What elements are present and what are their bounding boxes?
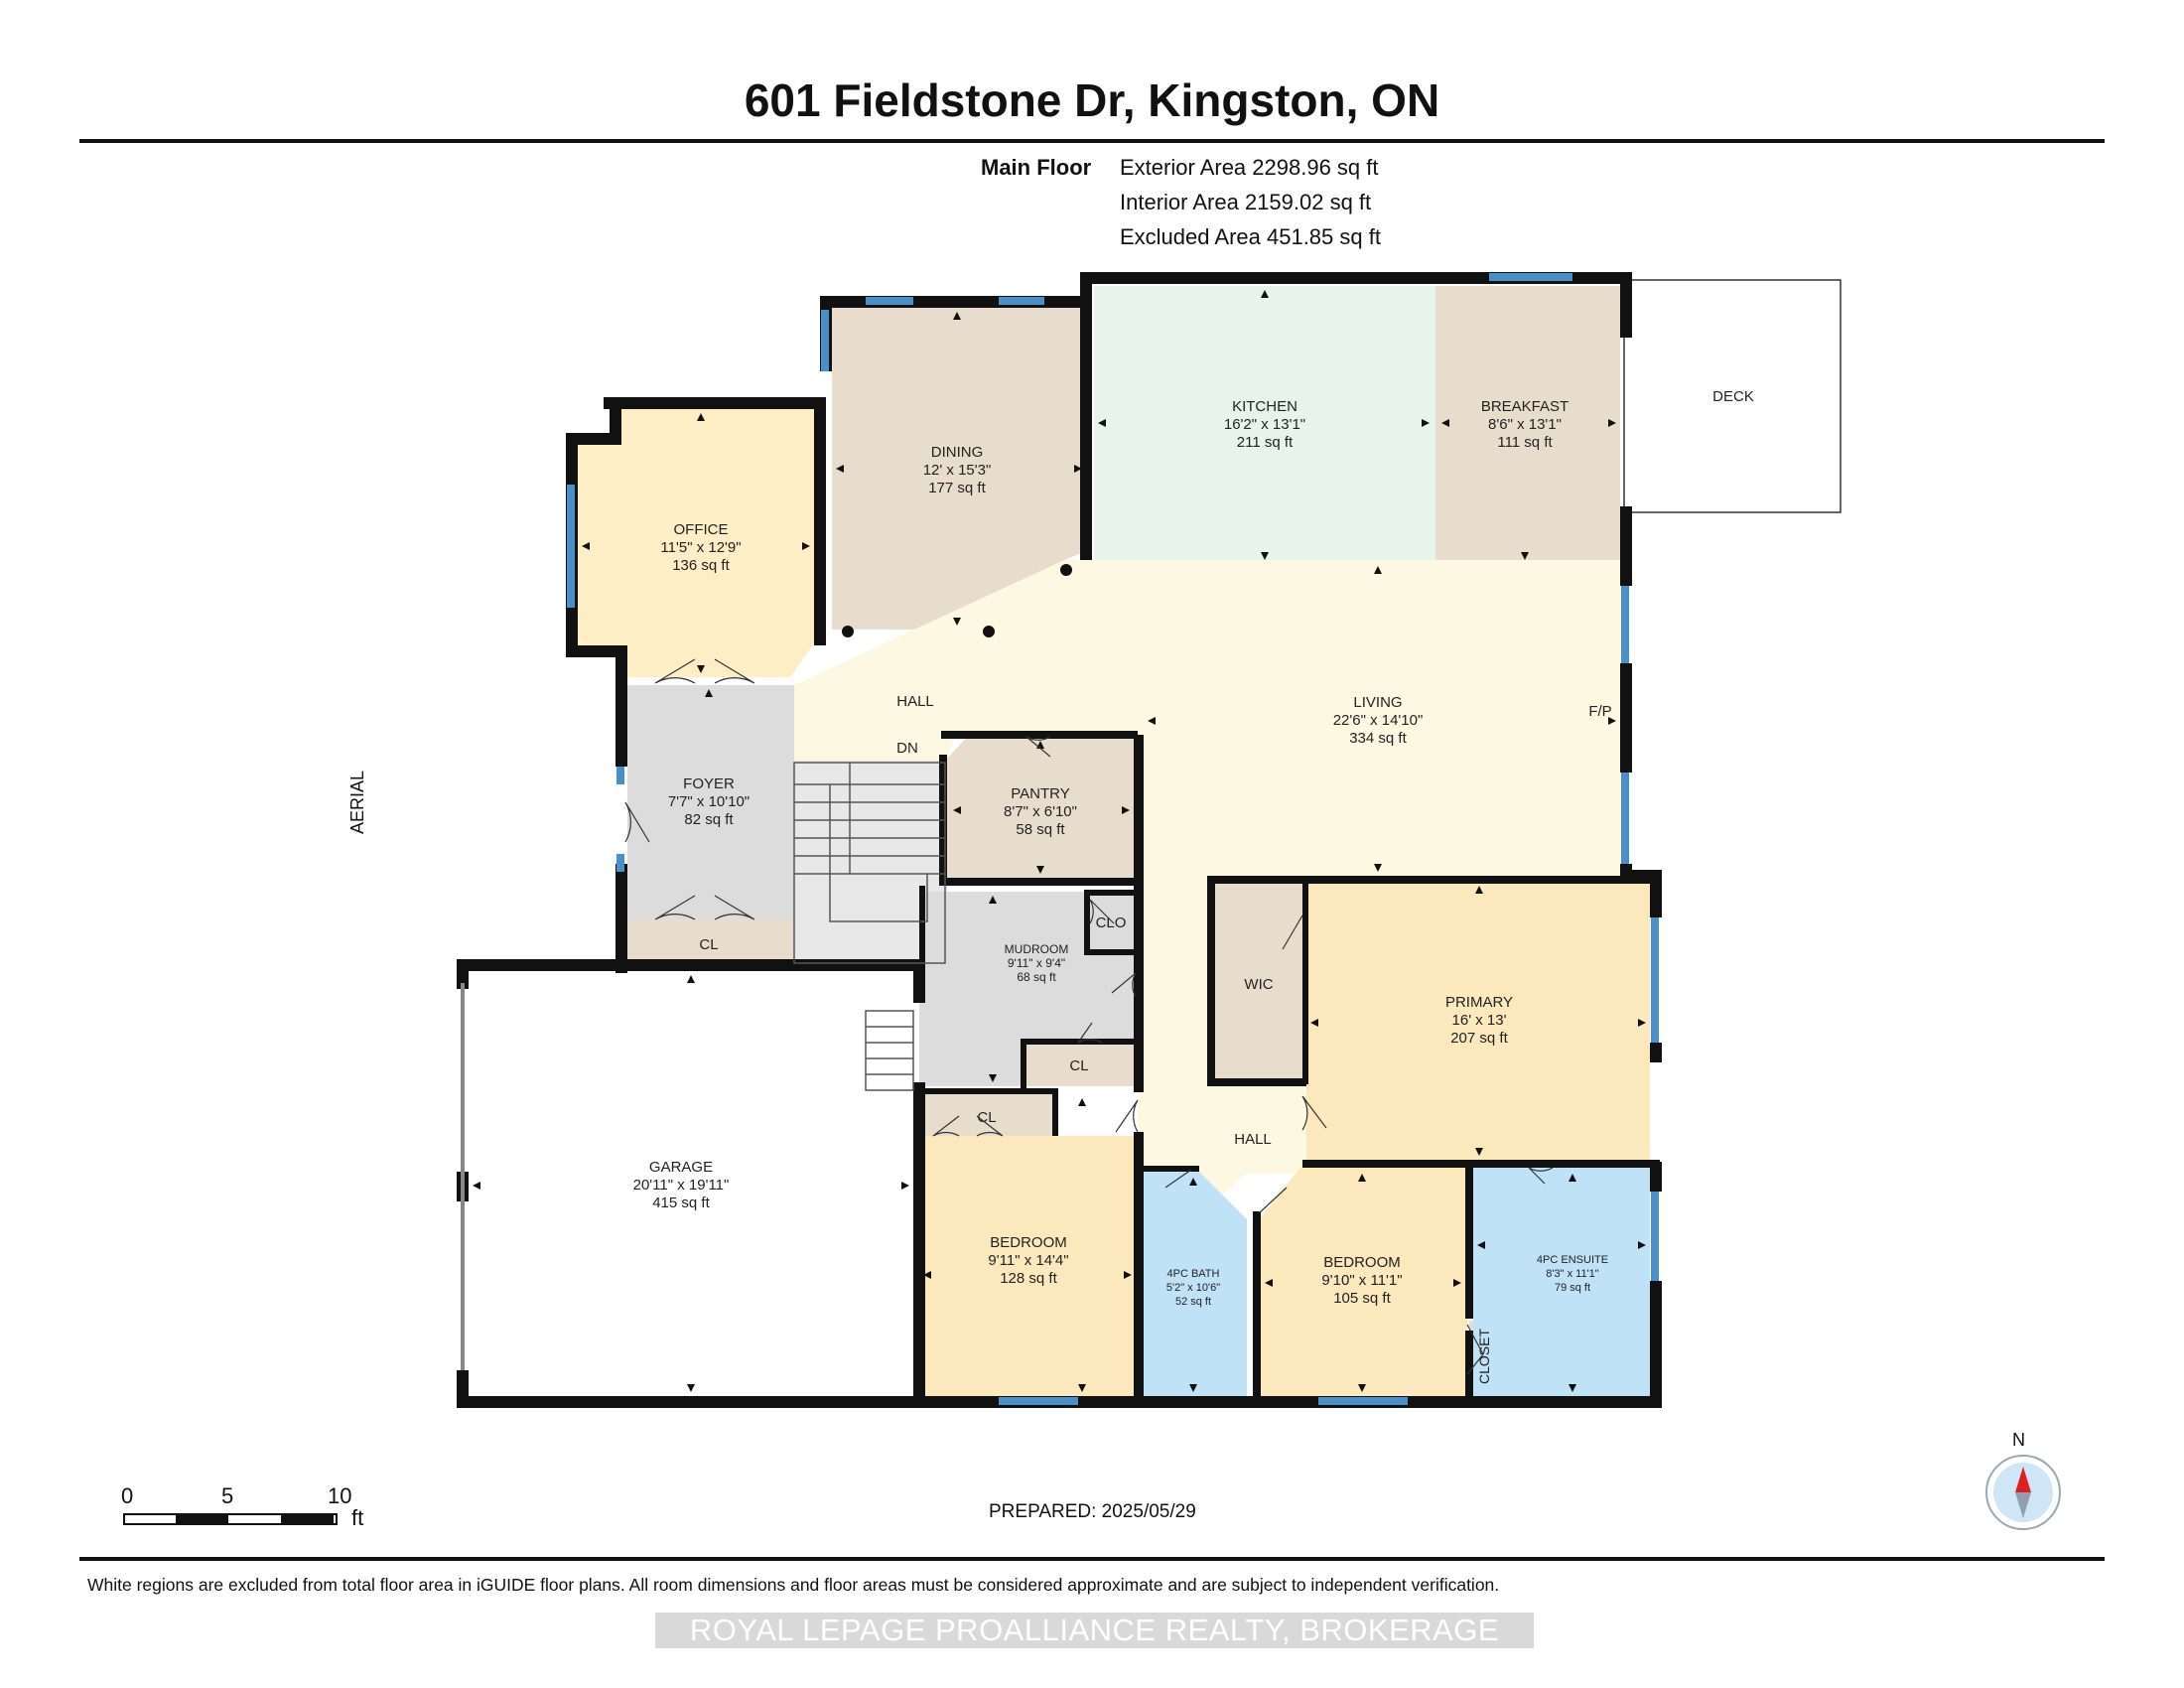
bedroom1-name: BEDROOM <box>990 1234 1067 1251</box>
mudroom-closet-label: CL <box>1069 1057 1088 1074</box>
compass-north-label: N <box>2012 1430 2025 1450</box>
pantry-dims: 8'7" x 6'10" <box>1004 803 1077 820</box>
dimension-arrows <box>473 290 1646 1392</box>
dining-name: DINING <box>931 444 984 461</box>
wic-label: WIC <box>1244 976 1273 993</box>
dining-room <box>832 308 1086 630</box>
brokerage-watermark: ROYAL LEPAGE PROALLIANCE REALTY, BROKERA… <box>655 1613 1534 1648</box>
interior-area: Interior Area 2159.02 sq ft <box>1120 190 1372 214</box>
primary-area: 207 sq ft <box>1450 1030 1508 1047</box>
ensuite-area: 79 sq ft <box>1555 1282 1590 1294</box>
mudroom-dims: 9'11" x 9'4" <box>1008 956 1065 970</box>
office-dims: 11'5" x 12'9" <box>660 539 741 556</box>
column-3 <box>1060 564 1072 576</box>
door-swings <box>624 658 1554 1375</box>
pantry-room <box>947 735 1134 884</box>
aerial-label: AERIAL <box>347 770 367 834</box>
primary-room <box>1306 882 1650 1162</box>
scale-unit: ft <box>351 1505 364 1530</box>
pantry-name: PANTRY <box>1011 785 1069 802</box>
foyer-room <box>627 685 794 919</box>
mudroom-closet <box>1026 1043 1134 1086</box>
hall-top-label: HALL <box>896 693 934 710</box>
ensuite-name: 4PC ENSUITE <box>1537 1254 1608 1266</box>
bedroom2-room <box>1259 1168 1467 1396</box>
kitchen-area: 211 sq ft <box>1237 434 1294 451</box>
header-divider <box>79 139 2105 143</box>
kitchen-dims: 16'2" x 13'1" <box>1224 416 1305 433</box>
foyer-dims: 7'7" x 10'10" <box>668 793 750 810</box>
breakfast-name: BREAKFAST <box>1481 398 1569 415</box>
office-area: 136 sq ft <box>672 557 730 574</box>
foyer-area: 82 sq ft <box>684 811 734 828</box>
primary-dims: 16' x 13' <box>1452 1012 1507 1029</box>
prepared-date: PREPARED: 2025/05/29 <box>989 1501 1196 1522</box>
column-2 <box>983 626 995 637</box>
garage-name: GARAGE <box>649 1159 713 1176</box>
bedroom2-dims: 9'10" x 11'1" <box>1321 1272 1402 1289</box>
wic-room <box>1213 882 1306 1080</box>
breakfast-area: 111 sq ft <box>1497 434 1553 451</box>
bath-dims: 5'2" x 10'6" <box>1166 1282 1220 1294</box>
dining-dims: 12' x 15'3" <box>923 462 992 479</box>
foyer-closet-label: CL <box>699 936 718 953</box>
kitchen-name: KITCHEN <box>1232 398 1297 415</box>
bedroom1-dims: 9'11" x 14'4" <box>988 1252 1068 1269</box>
bath-room <box>1138 1170 1247 1396</box>
breakfast-dims: 8'6" x 13'1" <box>1488 416 1562 433</box>
mudroom-name: MUDROOM <box>1005 942 1069 956</box>
stairs-down-label: DN <box>896 740 918 757</box>
scale-tick-5: 5 <box>221 1483 234 1508</box>
footer-divider <box>79 1557 2105 1561</box>
garage-room <box>467 971 919 1396</box>
primary-name: PRIMARY <box>1445 994 1513 1011</box>
closet-label: CLOSET <box>1476 1329 1492 1384</box>
hall-bottom-label: HALL <box>1234 1131 1272 1148</box>
bedroom-closet-label: CL <box>977 1109 996 1126</box>
footnote: White regions are excluded from total fl… <box>87 1575 1500 1595</box>
kitchen-room <box>1094 286 1435 560</box>
bath-name: 4PC BATH <box>1167 1268 1220 1280</box>
bedroom1-room <box>919 1136 1138 1396</box>
excluded-area: Excluded Area 451.85 sq ft <box>1120 224 1381 249</box>
dining-area: 177 sq ft <box>928 480 986 496</box>
garage-area: 415 sq ft <box>652 1195 710 1211</box>
windows <box>567 273 1659 1405</box>
pantry-area: 58 sq ft <box>1016 821 1065 838</box>
deck-name: DECK <box>1712 388 1754 405</box>
bedroom1-area: 128 sq ft <box>1000 1270 1057 1287</box>
garage-steps <box>865 1010 914 1091</box>
page-title: 601 Fieldstone Dr, Kingston, ON <box>744 74 1440 126</box>
floor-name: Main Floor <box>981 155 1092 180</box>
scale-tick-0: 0 <box>121 1483 134 1508</box>
clo-label: CLO <box>1096 914 1127 931</box>
compass-icon <box>1985 1455 2061 1530</box>
living-area: 334 sq ft <box>1349 730 1407 747</box>
office-room <box>578 407 814 677</box>
column-1 <box>842 626 854 637</box>
deck-outline <box>1623 279 1842 513</box>
bedroom2-name: BEDROOM <box>1323 1254 1401 1271</box>
exterior-area: Exterior Area 2298.96 sq ft <box>1120 155 1379 180</box>
fireplace-label: F/P <box>1588 703 1611 720</box>
mudroom-area: 68 sq ft <box>1017 970 1056 984</box>
ensuite-dims: 8'3" x 11'1" <box>1546 1268 1598 1280</box>
ensuite-room <box>1473 1168 1650 1396</box>
bath-area: 52 sq ft <box>1175 1296 1211 1308</box>
bedroom2-area: 105 sq ft <box>1333 1290 1391 1307</box>
breakfast-room <box>1435 286 1620 560</box>
garage-dims: 20'11" x 19'11" <box>633 1177 730 1194</box>
scale-tick-10: 10 <box>328 1483 352 1508</box>
foyer-name: FOYER <box>683 775 735 792</box>
living-dims: 22'6" x 14'10" <box>1333 712 1424 729</box>
living-name: LIVING <box>1353 694 1402 711</box>
office-name: OFFICE <box>674 521 729 538</box>
